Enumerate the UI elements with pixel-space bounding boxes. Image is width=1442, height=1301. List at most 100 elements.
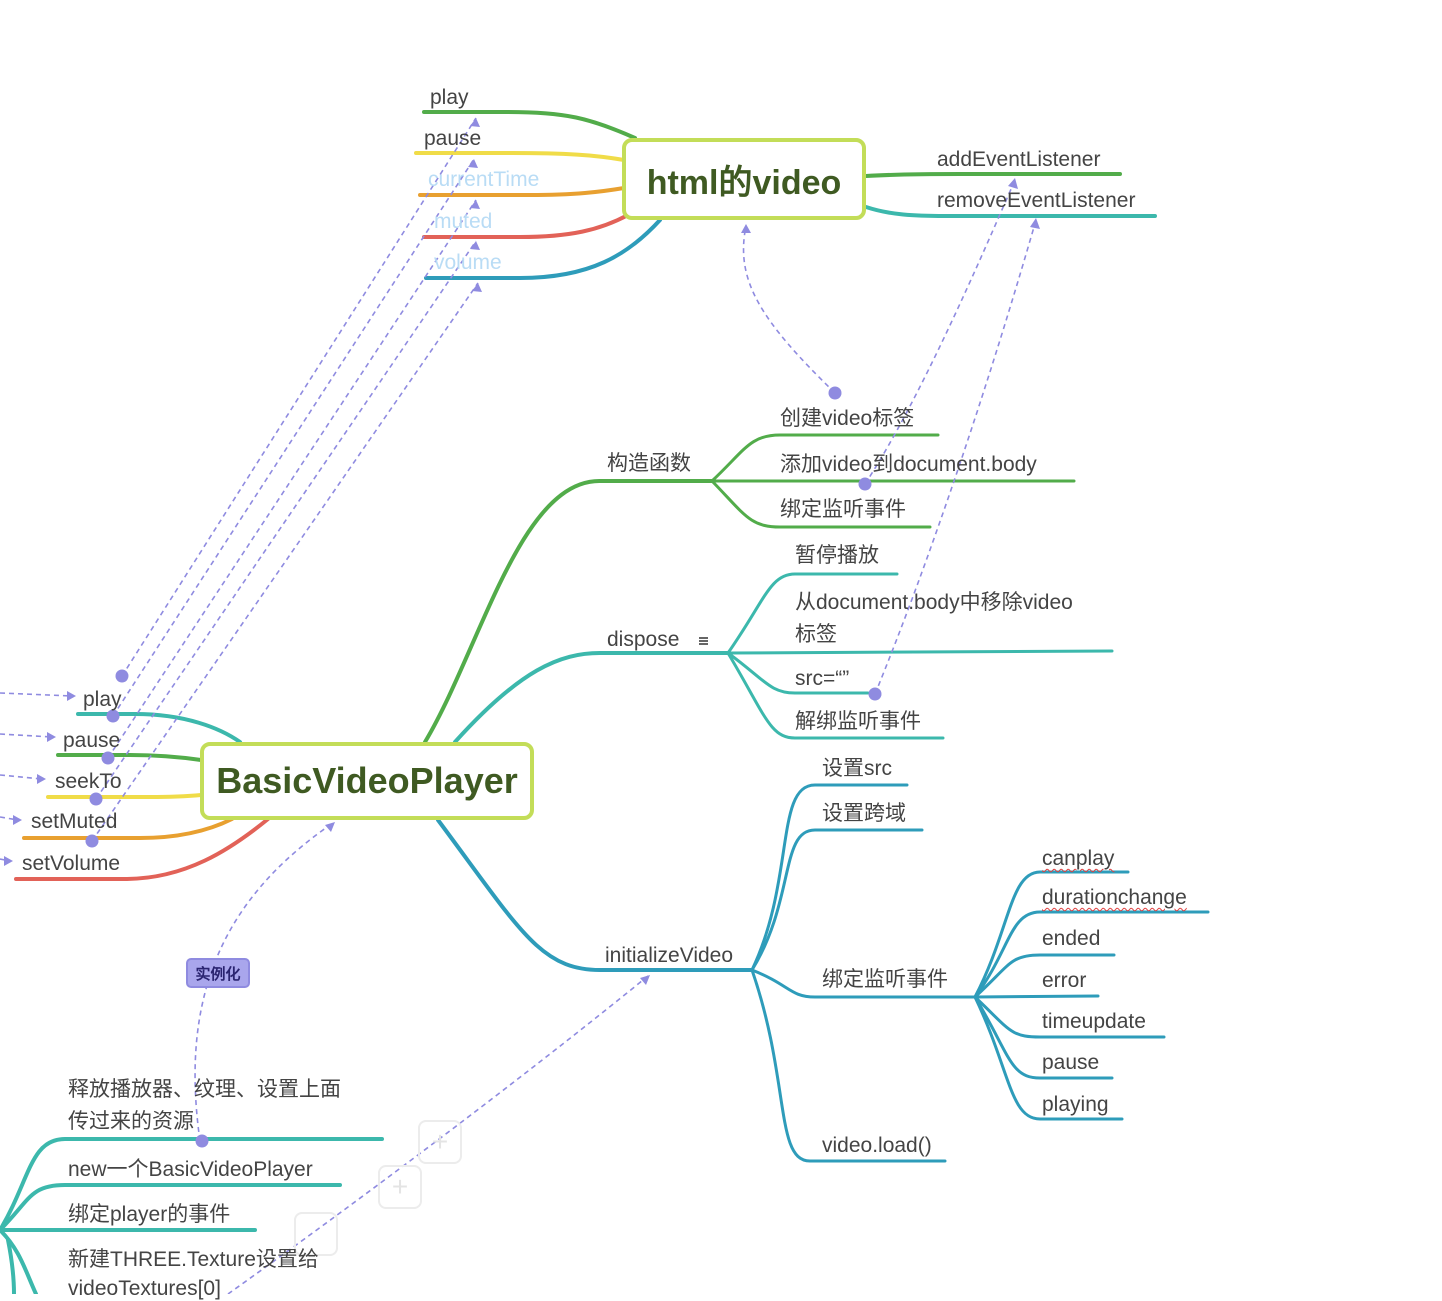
topic-removeeventlistener[interactable]: removeEventListener — [937, 189, 1136, 212]
event-error[interactable]: error — [1042, 969, 1087, 992]
branch-line-method-setmuted — [22, 817, 234, 840]
branch-line-pause — [414, 151, 626, 162]
topic-bind-player-events[interactable]: 绑定player的事件 — [68, 1203, 231, 1226]
arrow-head — [640, 975, 650, 985]
relation-muted — [95, 240, 477, 800]
relation-currenttime — [107, 199, 477, 759]
event-line-durationchange — [973, 910, 1210, 999]
event-line-ended — [973, 953, 1116, 999]
relation-label-instantiate[interactable]: 实例化 — [186, 958, 250, 988]
topic-html-muted[interactable]: muted — [434, 210, 493, 233]
topic-create-video-tag[interactable]: 创建video标签 — [780, 407, 915, 430]
branch-line-set-src — [750, 783, 909, 972]
arrow-head — [1008, 178, 1018, 189]
add-topic-ghost-button[interactable]: + — [418, 1120, 462, 1164]
topic-method-pause[interactable]: pause — [63, 729, 121, 752]
arrow-head — [470, 200, 480, 209]
arrow-head — [4, 856, 13, 866]
arrow-head — [468, 159, 478, 168]
arrow-head — [325, 822, 335, 832]
incoming-play — [0, 692, 73, 697]
topic-new-basic-video-player[interactable]: new一个BasicVideoPlayer — [68, 1158, 313, 1181]
topic-dispose[interactable]: dispose — [607, 628, 680, 651]
add-topic-ghost-button[interactable]: + — [378, 1165, 422, 1209]
topic-html-pause[interactable]: pause — [424, 127, 482, 150]
topic-addeventlistener[interactable]: addEventListener — [937, 148, 1101, 171]
incoming-pause — [0, 733, 53, 738]
topic-unbind-listeners[interactable]: 解绑监听事件 — [795, 710, 921, 733]
topic-html-volume[interactable]: volume — [434, 251, 502, 274]
arrow-head — [67, 691, 76, 701]
add-topic-ghost-button[interactable] — [294, 1212, 338, 1256]
event-playing[interactable]: playing — [1042, 1093, 1109, 1116]
topic-release-resources-line1[interactable]: 释放播放器、纹理、设置上面 — [68, 1078, 341, 1101]
relation-dot — [858, 477, 872, 491]
topic-append-video-to-body[interactable]: 添加video到document.body — [780, 453, 1037, 476]
topic-new-texture-line2[interactable]: videoTextures[0] — [68, 1277, 221, 1300]
relation-addeventlistener — [864, 179, 1016, 485]
topic-remove-video-line2[interactable]: 标签 — [795, 623, 837, 646]
branch-line-unbind-events — [726, 651, 945, 740]
branch-line-currenttime — [418, 186, 626, 197]
topic-set-src[interactable]: 设置src — [822, 757, 892, 780]
relation-dot — [106, 709, 120, 723]
relation-pause — [112, 158, 475, 717]
event-ended[interactable]: ended — [1042, 927, 1101, 950]
branch-line-method-pause — [56, 753, 203, 762]
event-timeupdate[interactable]: timeupdate — [1042, 1010, 1146, 1033]
topic-set-cors[interactable]: 设置跨域 — [822, 802, 906, 825]
branch-line-method-play — [76, 712, 242, 744]
relation-play — [121, 117, 477, 677]
topic-video-load[interactable]: video.load() — [822, 1134, 932, 1157]
topic-pause-playback[interactable]: 暂停播放 — [795, 544, 879, 567]
topic-method-setvolume[interactable]: setVolume — [22, 852, 121, 875]
relation-dot — [115, 669, 129, 683]
topic-remove-video-line1[interactable]: 从document.body中移除video — [795, 591, 1073, 614]
branch-line-set-cors — [750, 828, 924, 972]
topic-bind-listeners[interactable]: 绑定监听事件 — [780, 498, 906, 521]
branch-line-bind-events — [710, 479, 932, 529]
branch-line-video-load — [750, 968, 947, 1163]
topic-release-resources-line2[interactable]: 传过来的资源 — [68, 1110, 194, 1133]
note-icon[interactable] — [699, 637, 708, 646]
arrow-head — [470, 118, 480, 127]
event-line-playing — [973, 995, 1124, 1121]
central-topic-basic-video-player[interactable]: BasicVideoPlayer — [200, 742, 534, 820]
topic-initializevideo[interactable]: initializeVideo — [605, 944, 734, 967]
bottom-line-extra — [6, 1238, 16, 1294]
topic-method-play[interactable]: play — [83, 688, 122, 711]
branch-line-constructor — [423, 478, 714, 744]
topic-html-currenttime[interactable]: currentTime — [428, 168, 540, 191]
event-pause[interactable]: pause — [1042, 1051, 1100, 1074]
bottom-line-release — [0, 1137, 384, 1232]
topic-html-play[interactable]: play — [430, 86, 469, 109]
topic-method-setmuted[interactable]: setMuted — [31, 810, 118, 833]
topic-init-bind-listeners[interactable]: 绑定监听事件 — [822, 968, 948, 991]
topic-constructor[interactable]: 构造函数 — [607, 452, 691, 475]
relation-html-video — [742, 225, 836, 394]
arrow-head — [47, 732, 56, 742]
branch-line-src-empty — [726, 651, 870, 695]
central-topic-html-video[interactable]: html的video — [622, 138, 866, 220]
topic-method-seekto[interactable]: seekTo — [55, 770, 122, 793]
relation-initialize — [227, 975, 649, 1294]
branch-line-addeventlistener — [864, 172, 1122, 178]
event-canplay[interactable]: canplay — [1042, 847, 1115, 870]
arrow-head — [37, 774, 46, 784]
arrow-head — [1030, 218, 1040, 229]
branch-line-pause-playback — [726, 572, 899, 655]
branch-line-play — [422, 110, 637, 140]
event-line-timeupdate — [973, 995, 1166, 1039]
incoming-seekto — [0, 774, 43, 780]
event-durationchange[interactable]: durationchange — [1042, 886, 1187, 909]
branch-line-dispose — [453, 651, 730, 744]
branch-line-listeners — [750, 968, 977, 999]
topic-src-empty[interactable]: src=“” — [795, 667, 850, 690]
branch-line-create-video — [710, 433, 940, 483]
arrow-head — [470, 241, 480, 250]
incoming-setmuted — [0, 816, 19, 821]
relation-dot — [868, 687, 882, 701]
topic-new-texture-line1[interactable]: 新建THREE.Texture设置给 — [68, 1248, 319, 1271]
relation-dot — [195, 1134, 209, 1148]
